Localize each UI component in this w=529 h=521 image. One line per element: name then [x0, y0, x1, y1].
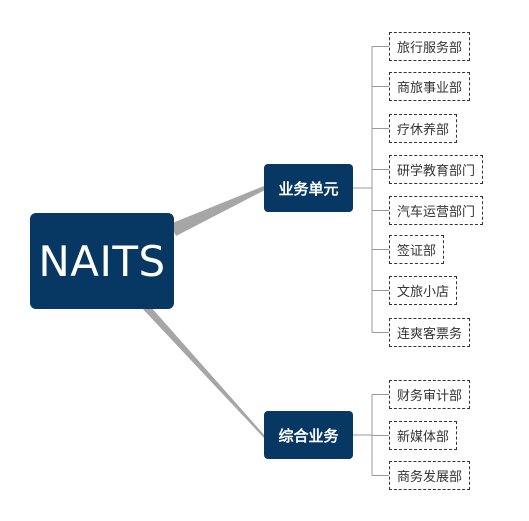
leaf-node[interactable]: 新媒体部	[389, 421, 458, 450]
leaf-node[interactable]: 商旅事业部	[389, 72, 471, 101]
branch-node-general-affairs[interactable]: 综合业务	[264, 411, 353, 459]
leaf-node[interactable]: 文旅小店	[389, 276, 458, 305]
leaf-node[interactable]: 旅行服务部	[389, 32, 471, 61]
leaf-node[interactable]: 汽车运营部门	[389, 196, 484, 225]
trunk-to-general-affairs	[140, 306, 266, 438]
leaf-node[interactable]: 签证部	[389, 235, 445, 264]
root-node[interactable]: NAITS	[30, 213, 174, 309]
leaf-node[interactable]: 疗休养部	[389, 114, 458, 143]
trunk-to-business-units	[170, 186, 265, 236]
leaf-node[interactable]: 研学教育部门	[389, 155, 484, 184]
leaf-node[interactable]: 财务审计部	[389, 380, 471, 409]
branch-node-business-units[interactable]: 业务单元	[264, 164, 353, 212]
leaf-node[interactable]: 连爽客票务	[389, 318, 471, 347]
leaf-node[interactable]: 商务发展部	[389, 461, 471, 490]
